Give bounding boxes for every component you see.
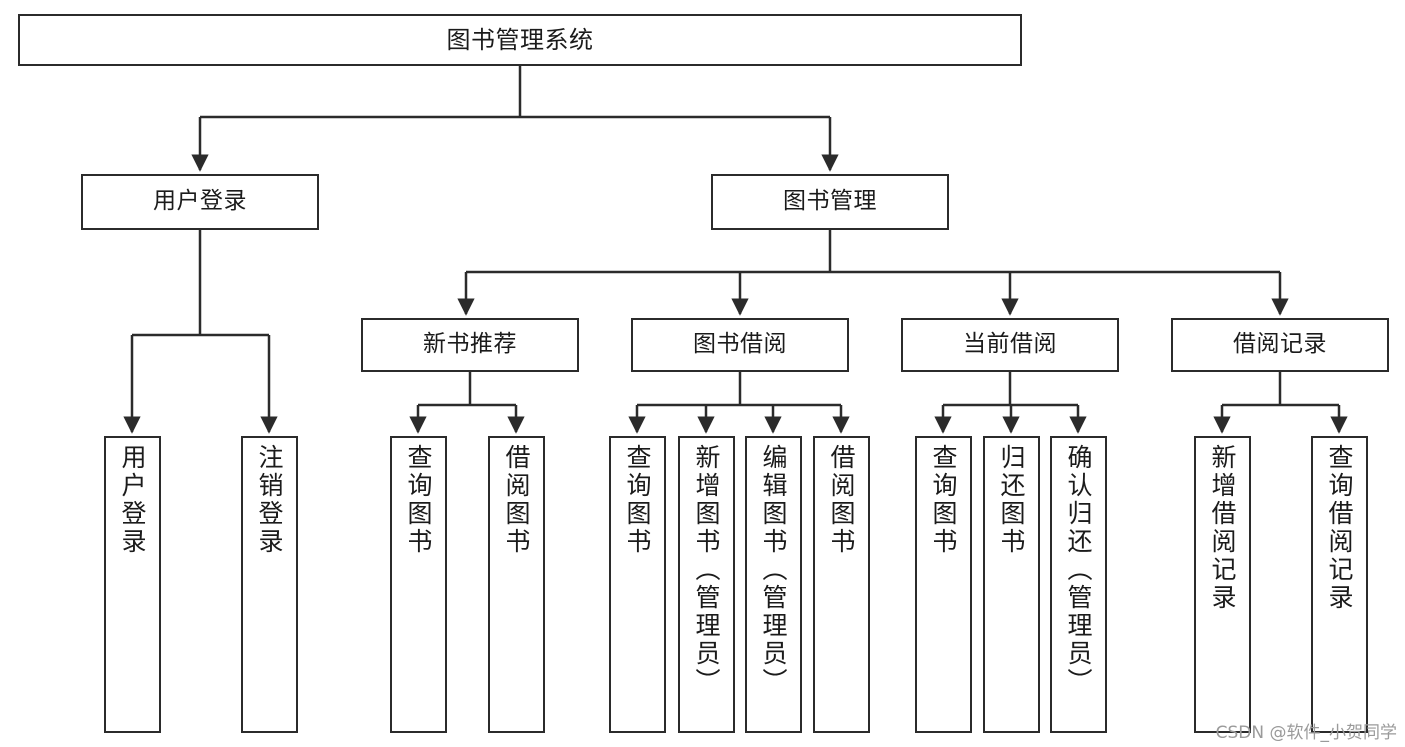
leaf-user-login-logout[interactable]: 注销登录 (241, 436, 298, 733)
node-label: 借阅图书 (502, 444, 531, 556)
node-label: 归还图书 (997, 444, 1026, 556)
node-book-management[interactable]: 图书管理 (711, 174, 949, 230)
leaf-book-borrow-edit-book-admin[interactable]: 编辑图书（管理员） (745, 436, 802, 733)
leaf-current-borrow-return-book[interactable]: 归还图书 (983, 436, 1040, 733)
leaf-new-book-query-book[interactable]: 查询图书 (390, 436, 447, 733)
node-label: 借阅图书 (827, 444, 856, 556)
node-current-borrow[interactable]: 当前借阅 (901, 318, 1119, 372)
node-label: 编辑图书（管理员） (759, 444, 788, 696)
node-label: 用户登录 (118, 444, 147, 556)
node-label: 图书借阅 (693, 331, 787, 358)
leaf-current-borrow-confirm-return-admin[interactable]: 确认归还（管理员） (1050, 436, 1107, 733)
node-label: 新增借阅记录 (1208, 444, 1237, 612)
node-label: 新增图书（管理员） (692, 444, 721, 696)
node-new-book-recommend[interactable]: 新书推荐 (361, 318, 579, 372)
node-label: 图书管理系统 (446, 25, 594, 54)
leaf-book-borrow-add-book-admin[interactable]: 新增图书（管理员） (678, 436, 735, 733)
node-label: 查询图书 (404, 444, 433, 556)
node-label: 确认归还（管理员） (1064, 444, 1093, 696)
node-book-borrow[interactable]: 图书借阅 (631, 318, 849, 372)
node-label: 图书管理 (783, 188, 877, 215)
node-label: 当前借阅 (963, 331, 1057, 358)
node-label: 查询图书 (623, 444, 652, 556)
node-label: 注销登录 (255, 444, 284, 556)
leaf-borrow-record-query-record[interactable]: 查询借阅记录 (1311, 436, 1368, 733)
node-root-book-management-system[interactable]: 图书管理系统 (18, 14, 1022, 66)
leaf-book-borrow-query-book[interactable]: 查询图书 (609, 436, 666, 733)
node-user-login[interactable]: 用户登录 (81, 174, 319, 230)
leaf-current-borrow-query-book[interactable]: 查询图书 (915, 436, 972, 733)
node-label: 新书推荐 (423, 331, 517, 358)
leaf-book-borrow-borrow-book[interactable]: 借阅图书 (813, 436, 870, 733)
node-borrow-record[interactable]: 借阅记录 (1171, 318, 1389, 372)
leaf-new-book-borrow-book[interactable]: 借阅图书 (488, 436, 545, 733)
node-label: 查询借阅记录 (1325, 444, 1354, 612)
watermark-text: CSDN @软件_小贺同学 (1215, 723, 1397, 743)
leaf-user-login-login[interactable]: 用户登录 (104, 436, 161, 733)
node-label: 用户登录 (153, 188, 247, 215)
node-label: 借阅记录 (1233, 331, 1327, 358)
leaf-borrow-record-add-record[interactable]: 新增借阅记录 (1194, 436, 1251, 733)
node-label: 查询图书 (929, 444, 958, 556)
